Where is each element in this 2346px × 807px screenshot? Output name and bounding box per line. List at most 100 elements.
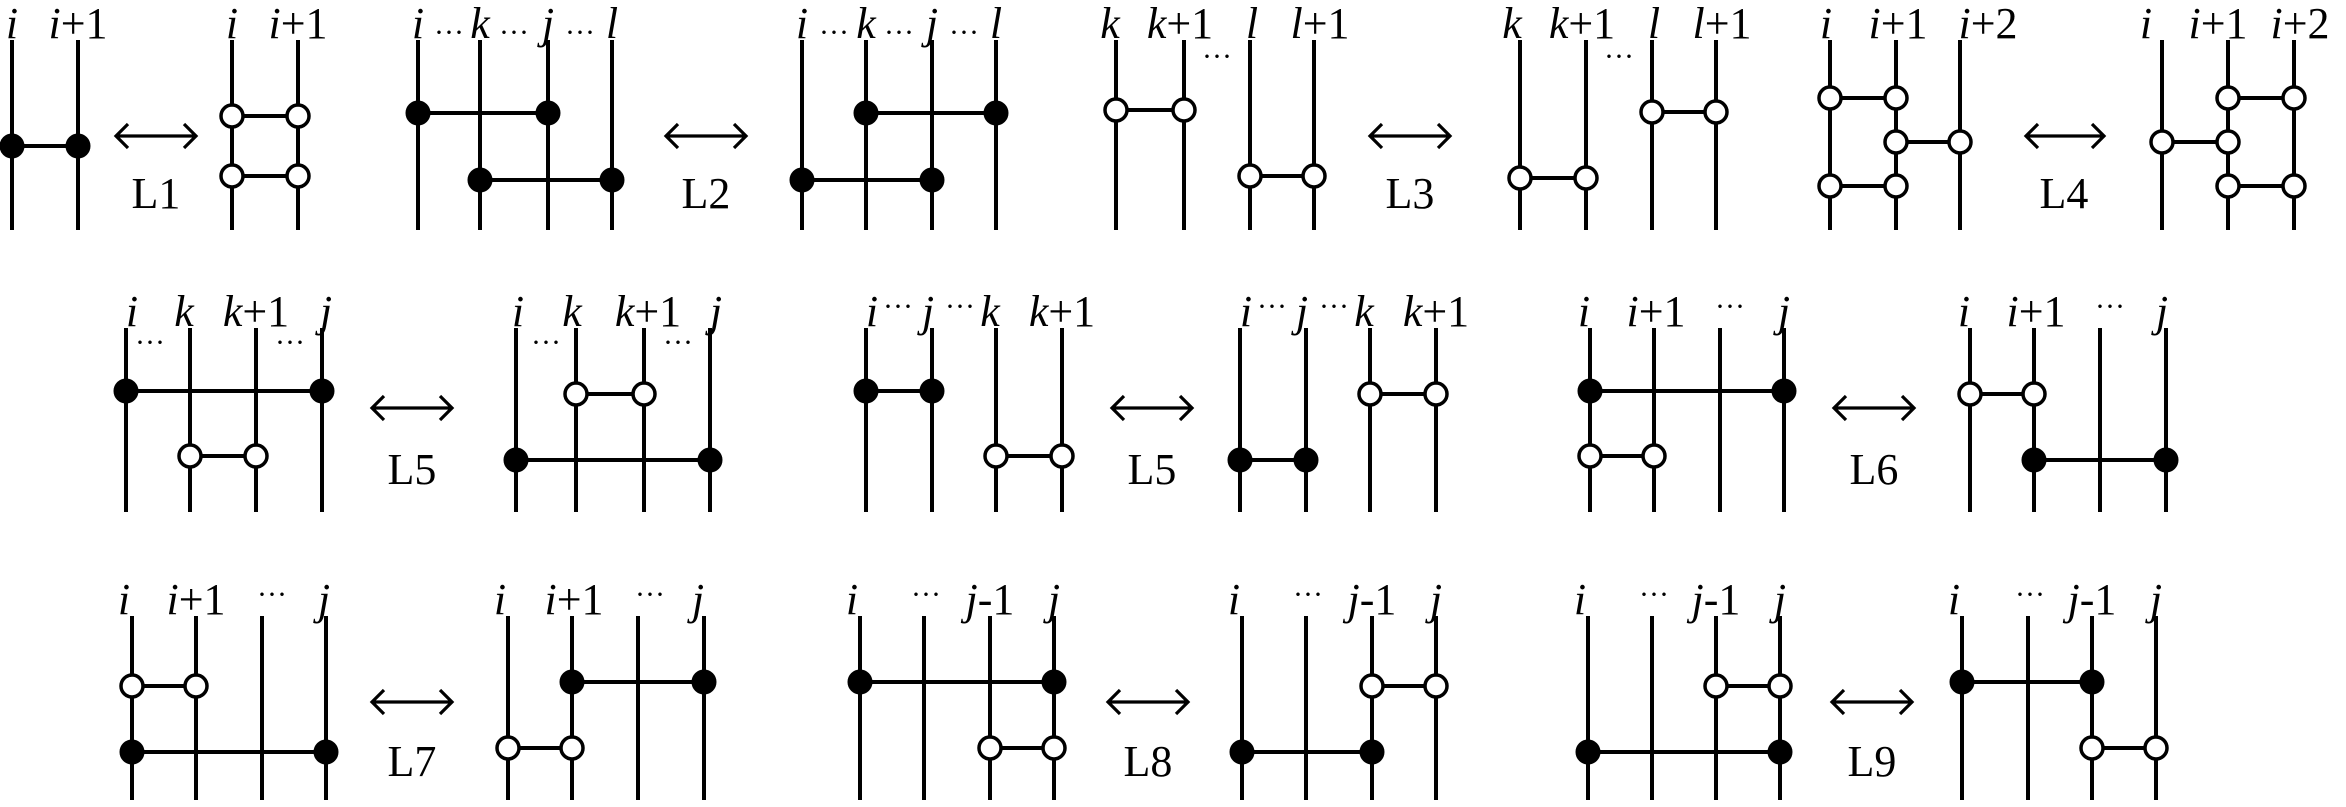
- double-arrow-icon: [1829, 688, 1915, 716]
- strand-label: j: [1425, 575, 1442, 624]
- strand-label: i+1: [544, 575, 603, 624]
- relation-label: L4: [2040, 169, 2089, 218]
- strand-label: k: [1502, 0, 1523, 48]
- equivalence-arrow-10: L9: [1829, 688, 1915, 786]
- filled-node: [1041, 669, 1067, 695]
- strand-label: k: [980, 287, 1001, 336]
- strand-label: i: [1574, 575, 1586, 624]
- filled-node: [119, 739, 145, 765]
- strand-label: i: [866, 287, 878, 336]
- strand-label: k: [1100, 0, 1121, 48]
- open-node: [983, 443, 1009, 469]
- strand-label: i: [226, 0, 238, 48]
- relation-label: L8: [1124, 737, 1173, 786]
- strand-label: j: [687, 575, 704, 624]
- strand-label: i: [412, 0, 424, 48]
- ellipsis-dots: ···: [635, 578, 665, 611]
- strand-label: j-1: [2063, 575, 2117, 624]
- equivalence-arrow-4: L4: [2023, 122, 2107, 218]
- filled-node: [1229, 739, 1255, 765]
- strand-label: i: [1820, 0, 1832, 48]
- ladder-diagram-8-right: i i+1 j ···: [494, 575, 717, 800]
- ellipsis-dots: ···: [663, 326, 693, 359]
- double-arrow-icon: [1831, 394, 1917, 422]
- strand-label: k+1: [1549, 0, 1615, 48]
- open-node: [559, 735, 585, 761]
- open-node: [1301, 163, 1327, 189]
- open-node: [2079, 735, 2105, 761]
- ellipsis-dots: ···: [1257, 290, 1287, 323]
- filled-node: [2021, 447, 2047, 473]
- ladder-diagram-4-right: i i+1 i+2: [2140, 0, 2330, 230]
- strand-label: i: [2140, 0, 2152, 48]
- strand-label: i: [126, 287, 138, 336]
- strand-label: i+2: [2270, 0, 2329, 48]
- equivalence-arrow-3: L3: [1367, 122, 1453, 218]
- ellipsis-dots: ···: [945, 290, 975, 323]
- relation-label: L2: [682, 169, 731, 218]
- open-node: [1573, 165, 1599, 191]
- open-node: [563, 381, 589, 407]
- ellipsis-dots: ···: [499, 16, 529, 49]
- open-node: [2215, 129, 2241, 155]
- ellipsis-dots: ···: [531, 326, 561, 359]
- strand-label: k: [1354, 287, 1375, 336]
- open-node: [1171, 97, 1197, 123]
- filled-node: [697, 447, 723, 473]
- strand-label: i+1: [2188, 0, 2247, 48]
- strand-label: k: [856, 0, 877, 48]
- strand-label: j: [1043, 575, 1060, 624]
- equivalence-arrow-2: L2: [663, 122, 749, 218]
- strand-label: j: [705, 287, 722, 336]
- strand-label: j: [537, 0, 554, 48]
- ellipsis-dots: ···: [819, 16, 849, 49]
- strand-label: j: [921, 0, 938, 48]
- filled-node: [0, 133, 25, 159]
- filled-node: [503, 447, 529, 473]
- strand-label: j: [1291, 287, 1308, 336]
- equivalence-arrow-6: L5: [1109, 394, 1195, 494]
- open-node: [1423, 673, 1449, 699]
- strand-label: i: [846, 575, 858, 624]
- open-node: [977, 735, 1003, 761]
- strand-label: i: [1578, 287, 1590, 336]
- strand-label: i: [1240, 287, 1252, 336]
- filled-node: [2079, 669, 2105, 695]
- ellipsis-dots: ···: [1715, 290, 1745, 323]
- strand-label: i+1: [48, 0, 107, 48]
- strand-label: k+1: [615, 287, 681, 336]
- filled-node: [309, 378, 335, 404]
- filled-node: [313, 739, 339, 765]
- filled-node: [1949, 669, 1975, 695]
- strand-label: k+1: [223, 287, 289, 336]
- open-node: [177, 443, 203, 469]
- strand-label: l+1: [1290, 0, 1349, 48]
- open-node: [1817, 173, 1843, 199]
- strand-label: j: [315, 287, 332, 336]
- open-node: [1947, 129, 1973, 155]
- strand-label: i: [796, 0, 808, 48]
- relation-label: L1: [132, 169, 181, 218]
- filled-node: [853, 100, 879, 126]
- strand-label: k: [470, 0, 491, 48]
- strand-label: k: [562, 287, 583, 336]
- open-node: [243, 443, 269, 469]
- strand-label: l: [1246, 0, 1258, 48]
- strand-label: i+1: [1868, 0, 1927, 48]
- strand-label: i: [494, 575, 506, 624]
